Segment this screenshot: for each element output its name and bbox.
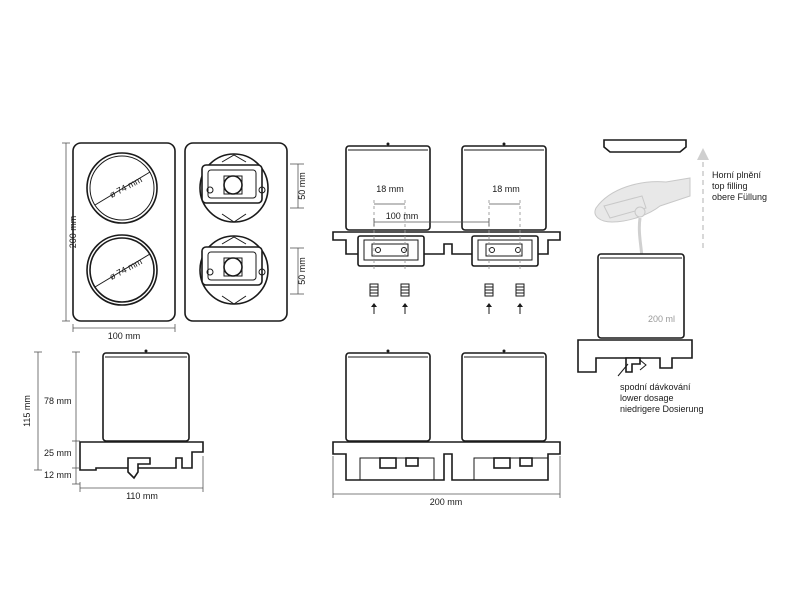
offset-right-label: 18 mm [492, 184, 520, 194]
height-25-label: 25 mm [44, 448, 72, 458]
refill-bottle-hand-icon [594, 177, 691, 259]
offset-left-label: 18 mm [376, 184, 404, 194]
height-78-label: 78 mm [44, 396, 72, 406]
width-100-label: 100 mm [108, 331, 141, 341]
width-110-label: 110 mm [126, 491, 158, 501]
height-12-label: 12 mm [44, 470, 72, 480]
lower-dosage-de: niedrigere Dosierung [620, 404, 704, 414]
lower-dosage-cz: spodní dávkování [620, 382, 691, 392]
height-200-label: 200 mm [68, 216, 78, 249]
mounting-detail-view: 18 mm 18 mm 100 mm [332, 142, 561, 314]
height-115-label: 115 mm [22, 395, 32, 427]
top-filling-en: top filling [712, 181, 748, 191]
side-view: 115 mm 78 mm 25 mm 12 mm 110 mm [22, 349, 204, 501]
diameter-bottom-label: ø 74 mm [108, 256, 144, 282]
front-view: ø 74 mm ø 74 mm 200 mm 100 mm [62, 142, 176, 341]
lower-dosage-en: lower dosage [620, 393, 674, 403]
capacity-label: 200 ml [648, 314, 675, 324]
diameter-top-label: ø 74 mm [108, 174, 144, 200]
screw-icon [484, 283, 494, 314]
rear-view: 50 mm 50 mm [184, 142, 307, 322]
spacing-top-label: 50 mm [297, 172, 307, 200]
top-filling-cz: Horní plnění [712, 170, 762, 180]
double-front-view: 200 mm [332, 349, 561, 507]
screw-icon [369, 283, 379, 314]
top-filling-de: obere Füllung [712, 192, 767, 202]
width-200-label: 200 mm [430, 497, 463, 507]
center-distance-label: 100 mm [386, 211, 419, 221]
refill-view: Horní plnění top filling obere Füllung 2… [577, 139, 767, 414]
screw-icon [400, 283, 410, 314]
spacing-bottom-label: 50 mm [297, 257, 307, 285]
screw-icon [515, 283, 525, 314]
